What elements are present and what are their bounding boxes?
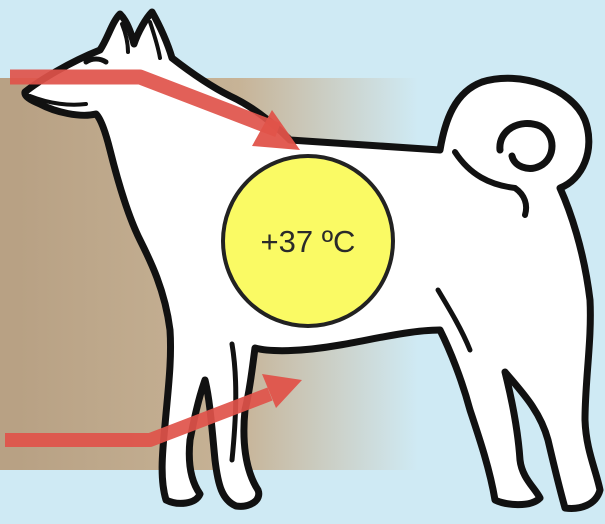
body-temperature-circle-icon: +37 ºC <box>223 156 393 326</box>
shade-area <box>0 78 18 470</box>
temperature-label: +37 ºC <box>261 224 356 259</box>
